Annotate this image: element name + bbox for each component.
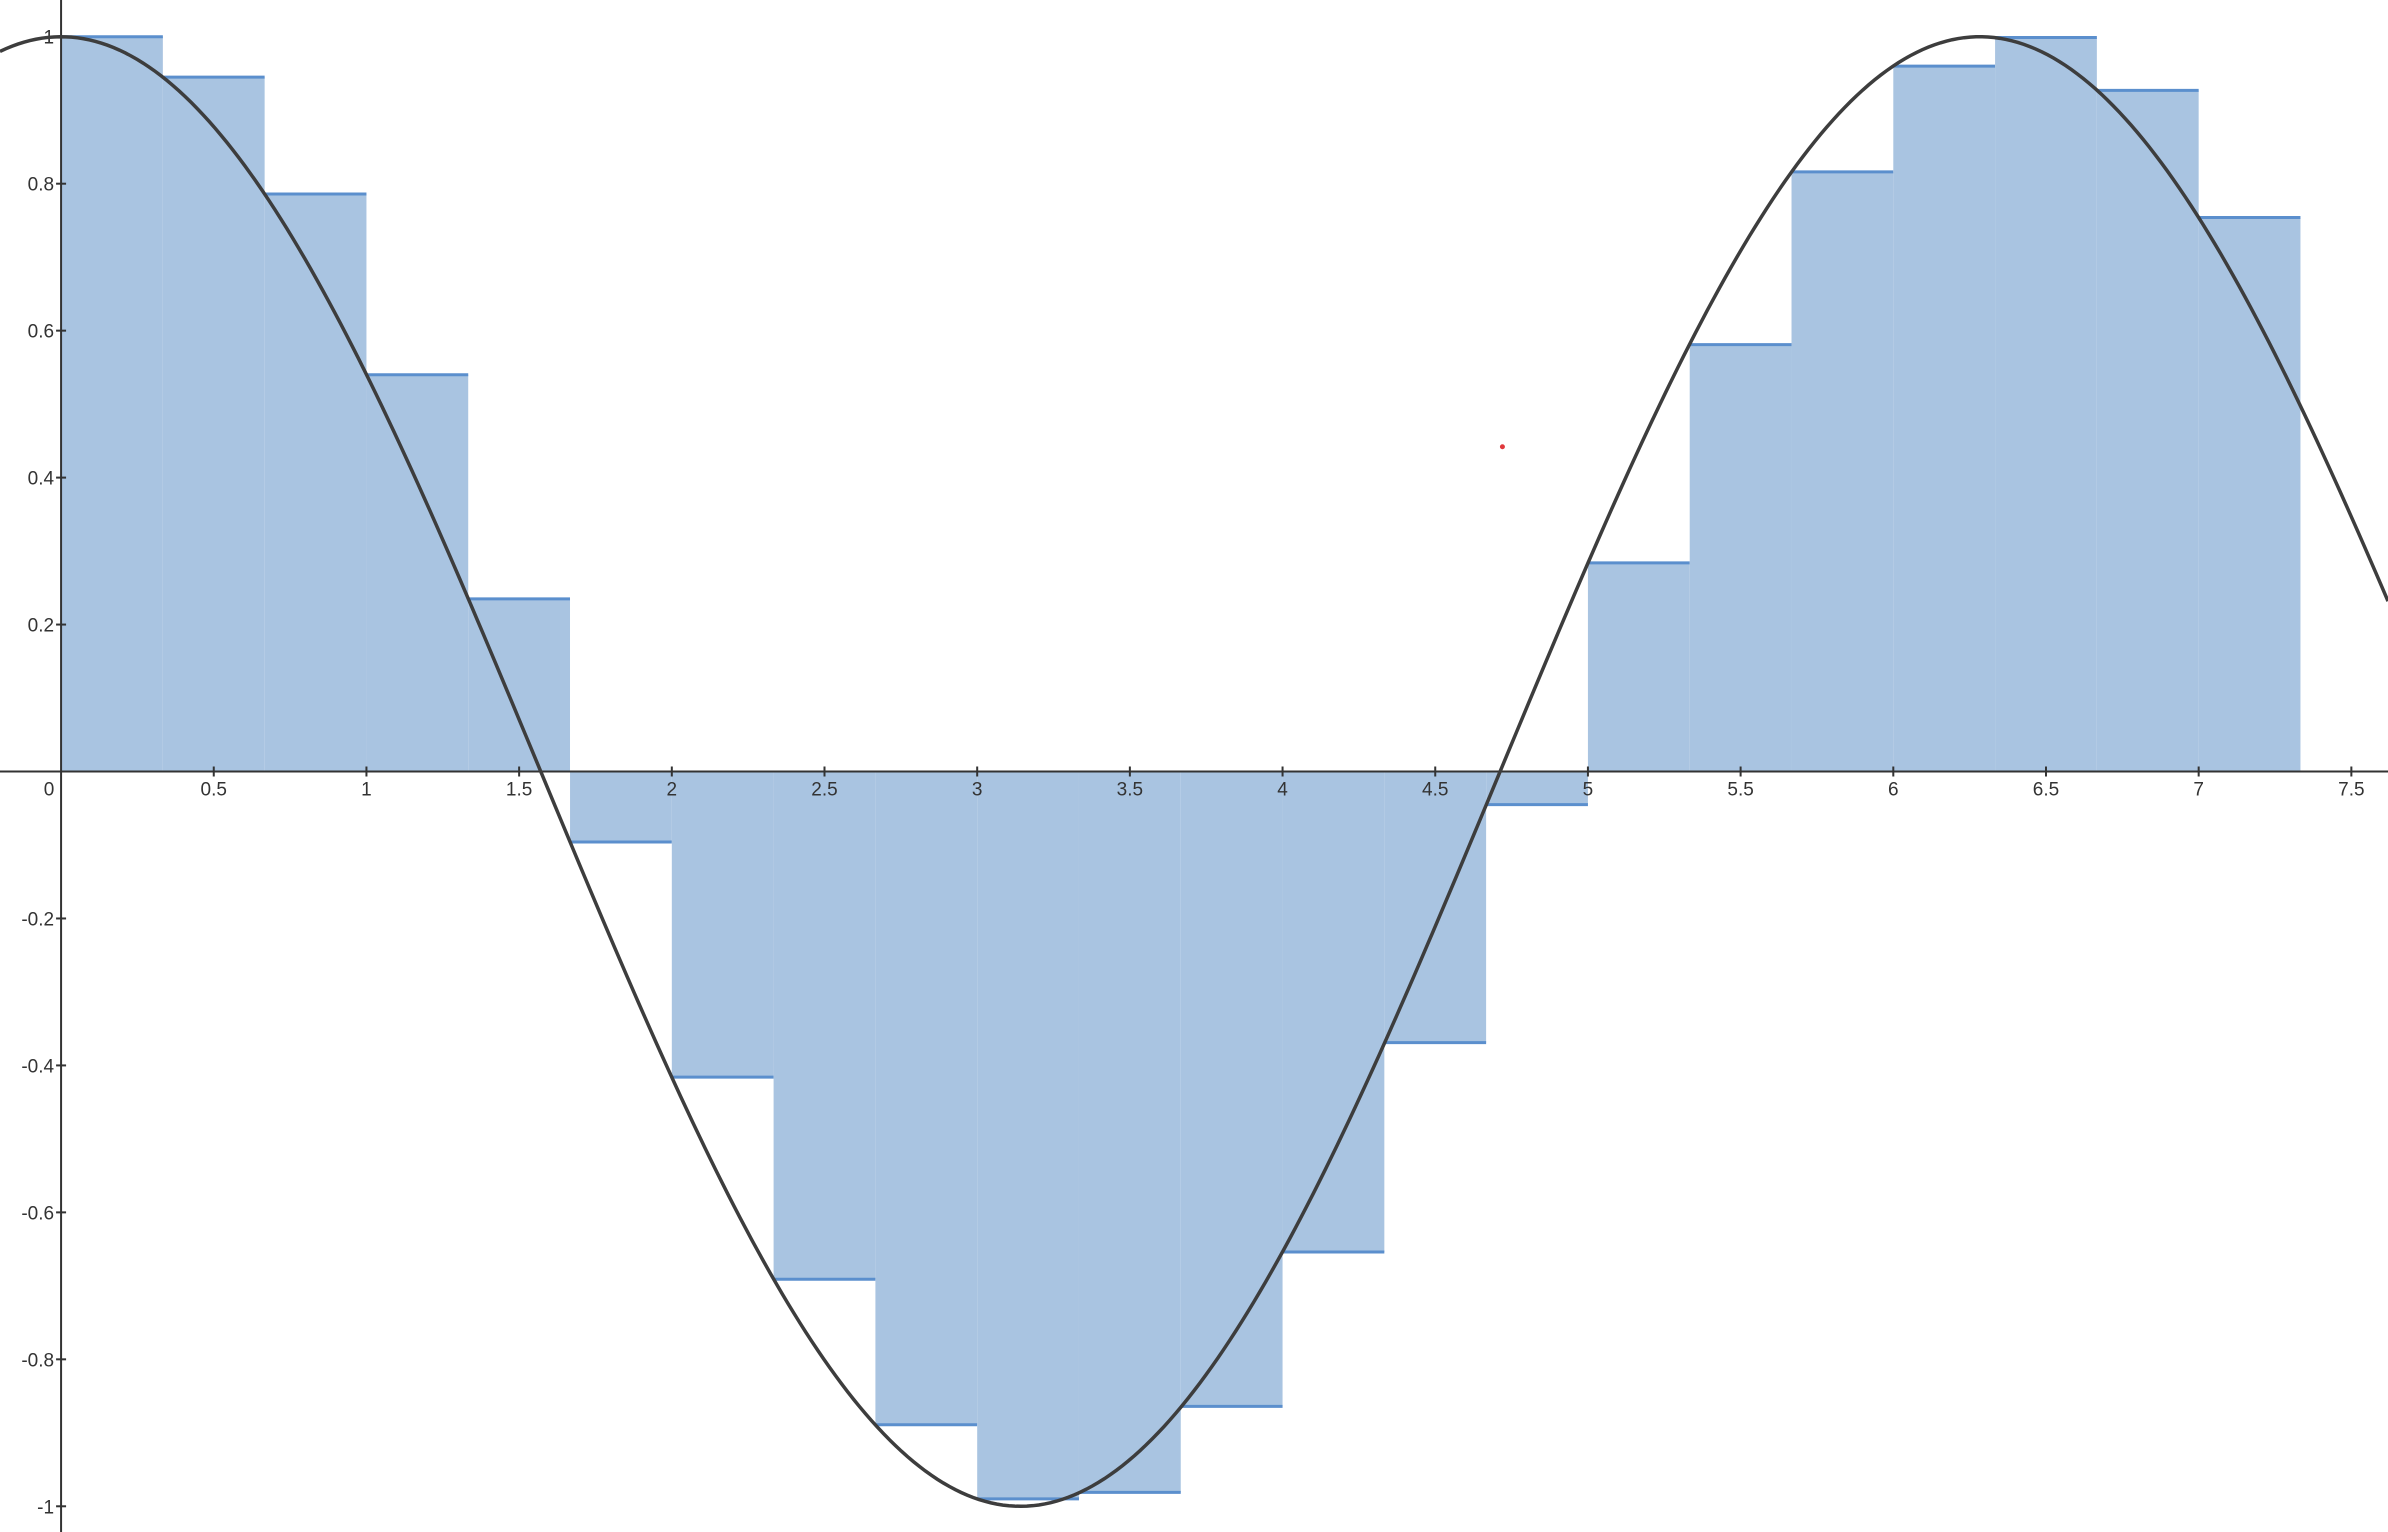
x-tick-label-0: 0 [44,780,55,801]
bar-15 [1587,562,1690,772]
x-tick-label-13: 6.5 [2033,780,2059,801]
bar-17 [1791,171,1894,772]
marker-point [1499,444,1505,450]
x-tick-label-15: 7.5 [2338,780,2364,801]
x-tick-label-2: 1 [361,780,372,801]
cosine-curve [0,34,2388,1509]
bar-9 [977,771,1079,1499]
bar-2 [264,193,367,772]
y-tick-label-1: 0.8 [28,175,54,196]
y-tick-label-9: -1 [37,1497,54,1518]
bar-4 [468,598,571,772]
y-tick-label-8: -0.8 [21,1350,54,1371]
bar-16 [1689,344,1792,772]
x-tick-label-10: 5 [1583,780,1594,801]
bar-11 [1180,771,1283,1407]
x-tick-label-3: 1.5 [506,780,532,801]
x-tick-label-12: 6 [1888,780,1899,801]
bar-20 [2096,90,2199,772]
bar-14 [1486,771,1588,805]
bar-1 [162,77,265,772]
bar-10 [1078,771,1181,1493]
bar-5 [570,771,672,843]
bar-7 [773,771,876,1280]
curve-layer [0,34,2388,1509]
y-tick-label-5: -0.2 [21,909,54,930]
x-tick-label-9: 4.5 [1422,780,1448,801]
bar-0 [61,36,163,772]
y-tick-label-7: -0.6 [21,1203,54,1224]
marker-layer [1499,444,1505,450]
bar-19 [1995,37,2097,772]
bar-8 [875,771,978,1425]
x-tick-label-1: 0.5 [201,780,227,801]
y-tick-label-3: 0.4 [28,469,55,490]
x-tick-label-4: 2 [667,780,678,801]
bar-13 [1384,771,1487,1043]
x-tick-label-7: 3.5 [1117,780,1143,801]
x-tick-label-6: 3 [972,780,983,801]
y-tick-label-2: 0.6 [28,322,54,343]
x-tick-label-14: 7 [2193,780,2204,801]
bar-6 [671,771,774,1078]
bar-12 [1282,771,1385,1253]
x-tick-label-11: 5.5 [1727,780,1753,801]
y-tick-label-4: 0.2 [28,616,54,637]
x-tick-label-8: 4 [1277,780,1288,801]
bars-layer [61,35,2301,1501]
bar-21 [2198,217,2301,772]
bar-3 [366,374,469,772]
bar-18 [1893,66,1996,772]
x-tick-label-5: 2.5 [811,780,837,801]
y-tick-label-6: -0.4 [21,1056,54,1077]
